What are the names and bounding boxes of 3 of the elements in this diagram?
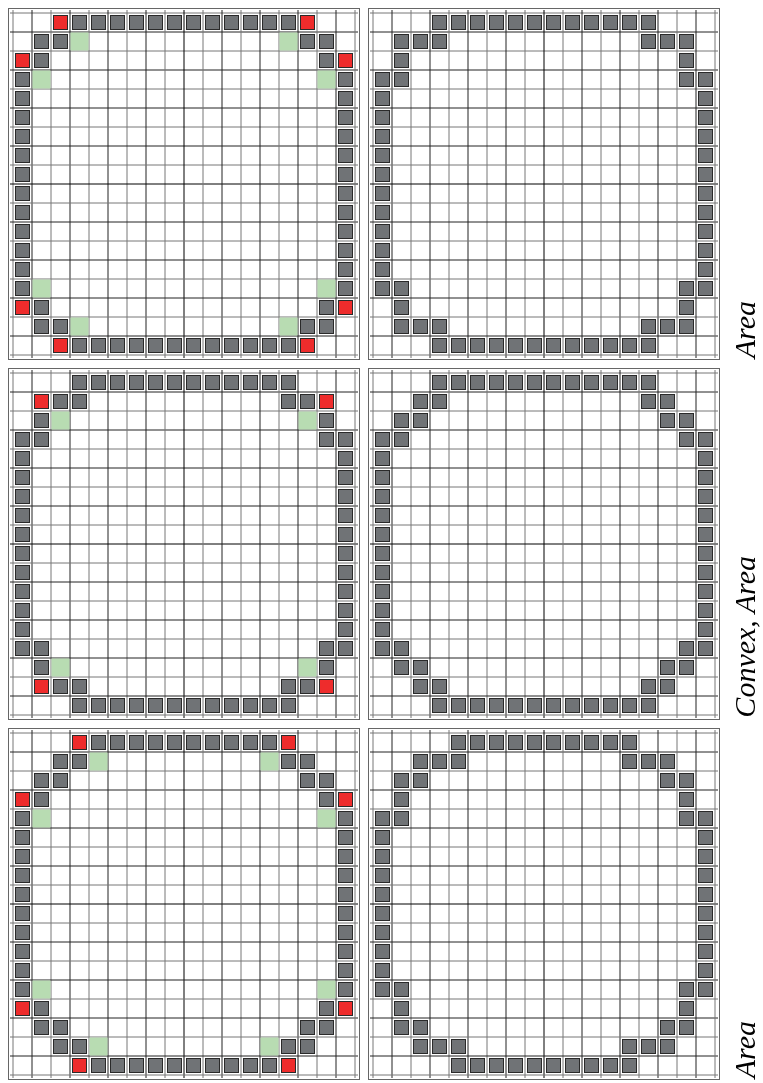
panel-label: Convex, Area <box>728 556 762 718</box>
panel-label: Area <box>728 300 762 358</box>
panel-label: Area <box>728 1020 762 1078</box>
